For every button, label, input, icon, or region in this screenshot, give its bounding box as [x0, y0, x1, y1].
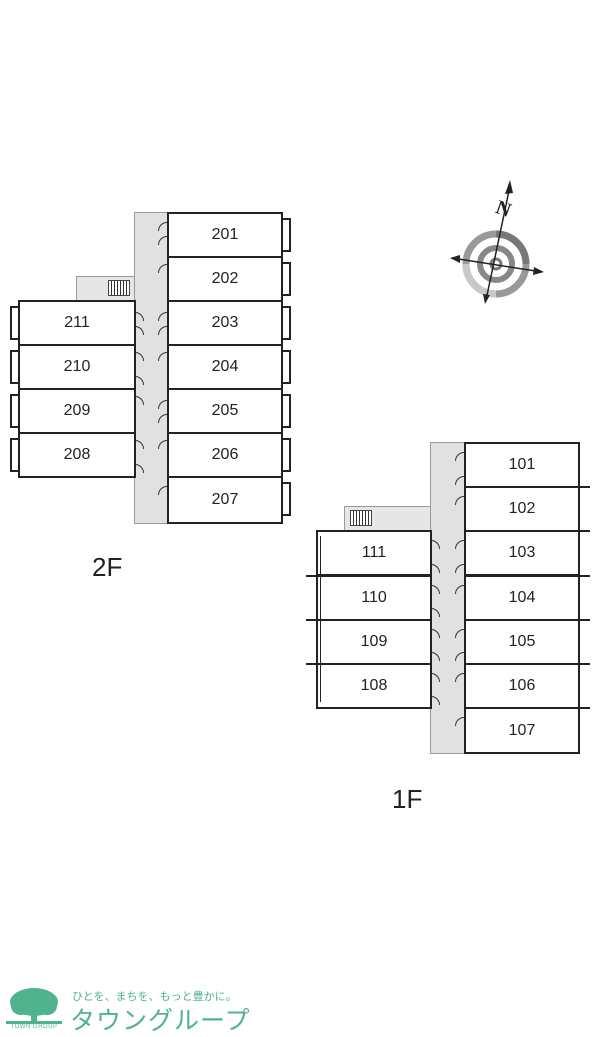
brand-name: タウングループ	[70, 1007, 251, 1035]
divider	[306, 619, 318, 621]
balcony	[281, 218, 291, 252]
door-icon	[455, 629, 464, 638]
corridor-1f	[430, 442, 466, 754]
balcony	[281, 482, 291, 516]
unit-109[interactable]: 109	[316, 619, 432, 665]
unit-210[interactable]: 210	[18, 344, 136, 390]
door-icon	[455, 652, 464, 661]
door-icon	[158, 264, 167, 273]
door-icon	[158, 222, 167, 231]
tagline: ひとを、まちを、もっと豊かに。	[72, 991, 237, 1003]
unit-111[interactable]: 111	[316, 530, 432, 576]
floor-label-1f: 1F	[392, 784, 423, 814]
unit-203[interactable]: 203	[167, 300, 283, 346]
unit-106[interactable]: 106	[464, 663, 580, 709]
balcony-edge	[320, 536, 321, 702]
balcony	[10, 350, 20, 384]
unit-102[interactable]: 102	[464, 486, 580, 532]
door-icon	[455, 564, 464, 573]
door-icon	[455, 476, 464, 485]
staircase-2f	[108, 280, 130, 296]
unit-207[interactable]: 207	[167, 476, 283, 524]
unit-108[interactable]: 108	[316, 663, 432, 709]
divider	[578, 707, 590, 709]
unit-105[interactable]: 105	[464, 619, 580, 665]
door-icon	[158, 486, 167, 495]
door-icon	[158, 414, 167, 423]
unit-208[interactable]: 208	[18, 432, 136, 478]
balcony	[281, 350, 291, 384]
unit-110[interactable]: 110	[316, 575, 432, 621]
door-icon	[158, 400, 167, 409]
balcony	[10, 438, 20, 472]
door-icon	[455, 540, 464, 549]
unit-209[interactable]: 209	[18, 388, 136, 434]
town-group-logo: TOWN GROUP	[4, 986, 64, 1032]
balcony	[10, 306, 20, 340]
staircase-1f	[350, 510, 372, 526]
unit-104[interactable]: 104	[464, 575, 580, 621]
compass: N	[448, 176, 548, 306]
tree-icon	[6, 988, 62, 1024]
balcony-edge	[578, 448, 579, 748]
door-icon	[158, 326, 167, 335]
door-icon	[455, 673, 464, 682]
unit-204[interactable]: 204	[167, 344, 283, 390]
unit-101[interactable]: 101	[464, 442, 580, 488]
unit-211[interactable]: 211	[18, 300, 136, 346]
balcony	[281, 262, 291, 296]
unit-202[interactable]: 202	[167, 256, 283, 302]
door-icon	[455, 585, 464, 594]
door-icon	[158, 440, 167, 449]
unit-201[interactable]: 201	[167, 212, 283, 258]
logo-text: TOWN GROUP	[10, 1024, 58, 1030]
corridor-2f	[134, 212, 168, 524]
unit-205[interactable]: 205	[167, 388, 283, 434]
unit-103[interactable]: 103	[464, 530, 580, 576]
unit-107[interactable]: 107	[464, 707, 580, 754]
divider	[306, 663, 318, 665]
door-icon	[158, 352, 167, 361]
balcony	[10, 394, 20, 428]
balcony	[281, 306, 291, 340]
divider	[578, 663, 590, 665]
door-icon	[455, 717, 464, 726]
door-icon	[158, 236, 167, 245]
unit-206[interactable]: 206	[167, 432, 283, 478]
divider	[578, 619, 590, 621]
door-icon	[455, 496, 464, 505]
footer: TOWN GROUP ひとを、まちを、もっと豊かに。 タウングループ	[0, 985, 600, 1035]
divider	[578, 486, 590, 488]
divider	[578, 575, 590, 577]
divider	[306, 575, 318, 577]
balcony	[281, 438, 291, 472]
door-icon	[455, 452, 464, 461]
divider	[578, 530, 590, 532]
door-icon	[158, 312, 167, 321]
floor-label-2f: 2F	[92, 552, 123, 582]
balcony	[281, 394, 291, 428]
compass-rose-icon	[450, 180, 544, 304]
